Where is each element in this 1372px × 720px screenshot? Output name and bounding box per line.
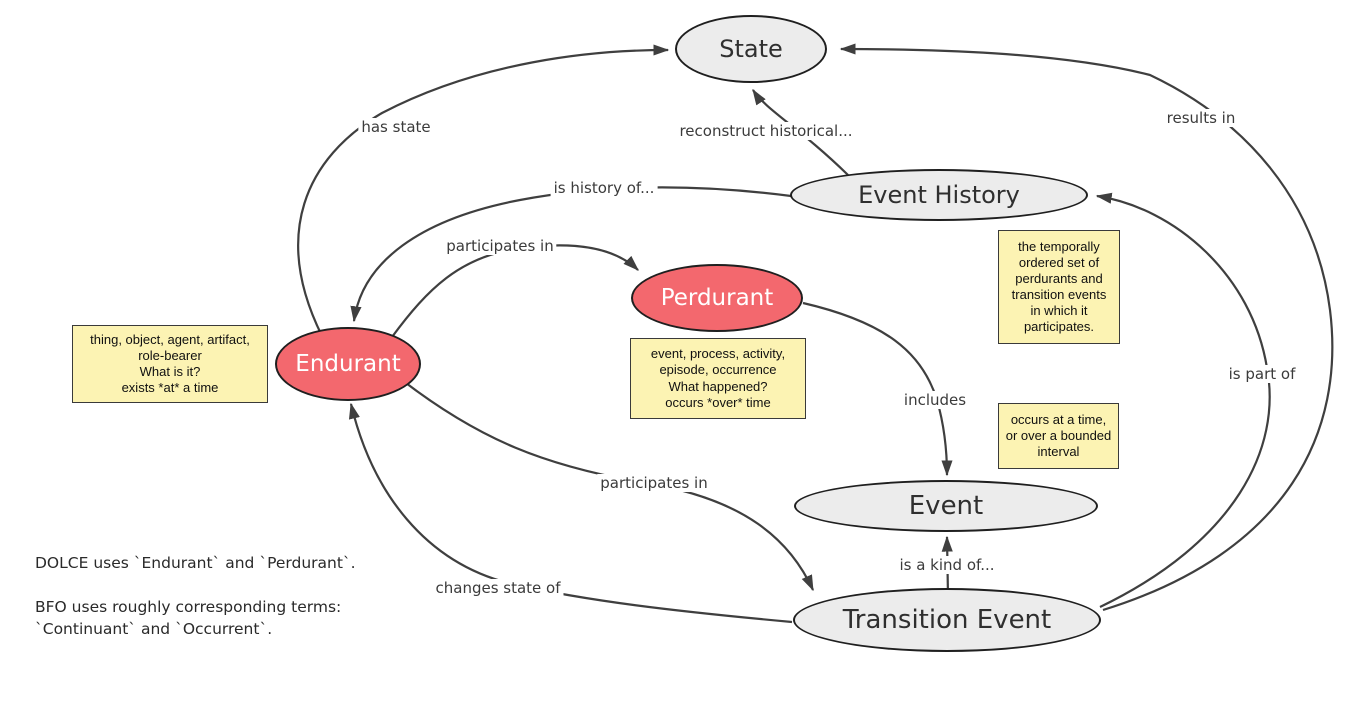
edge-is-history-of [350, 186, 792, 323]
edge-label-changes-state-of: changes state of [432, 579, 564, 597]
edge-label-includes: includes [900, 391, 970, 409]
edge-has-state [297, 44, 670, 337]
edge-label-participates-in-upper: participates in [443, 237, 557, 255]
note-endurant: thing, object, agent, artifact, role-bea… [72, 325, 268, 403]
node-event-history: Event History [790, 169, 1088, 221]
edge-is-part-of [1095, 192, 1271, 608]
node-event: Event [794, 480, 1098, 532]
edge-changes-state-of [348, 402, 793, 624]
edge-includes [802, 301, 953, 477]
edge-label-has-state: has state [358, 118, 434, 136]
edge-label-participates-in-lower: participates in [597, 474, 711, 492]
edge-label-reconstruct-historical: reconstruct historical... [676, 122, 856, 140]
footnote-bfo-line1: BFO uses roughly corresponding terms: [35, 598, 342, 616]
edge-label-is-a-kind-of: is a kind of... [896, 556, 998, 574]
node-state: State [675, 15, 827, 83]
footnote-dolce: DOLCE uses `Endurant` and `Perdurant`. [35, 554, 356, 572]
footnote-bfo-line2: `Continuant` and `Occurrent`. [35, 620, 273, 638]
note-event: occurs at a time, or over a bounded inte… [998, 403, 1119, 469]
note-event-history: the temporally ordered set of perdurants… [998, 230, 1120, 344]
node-endurant: Endurant [275, 327, 421, 401]
edge-label-results-in: results in [1163, 109, 1239, 127]
edge-label-is-part-of: is part of [1225, 365, 1299, 383]
edge-results-in [839, 43, 1334, 612]
node-perdurant: Perdurant [631, 264, 803, 332]
edge-label-is-history-of: is history of... [550, 179, 658, 197]
node-transition-event: Transition Event [793, 588, 1101, 652]
note-perdurant: event, process, activity, episode, occur… [630, 338, 806, 419]
edge-participates-in-upper [391, 244, 639, 338]
